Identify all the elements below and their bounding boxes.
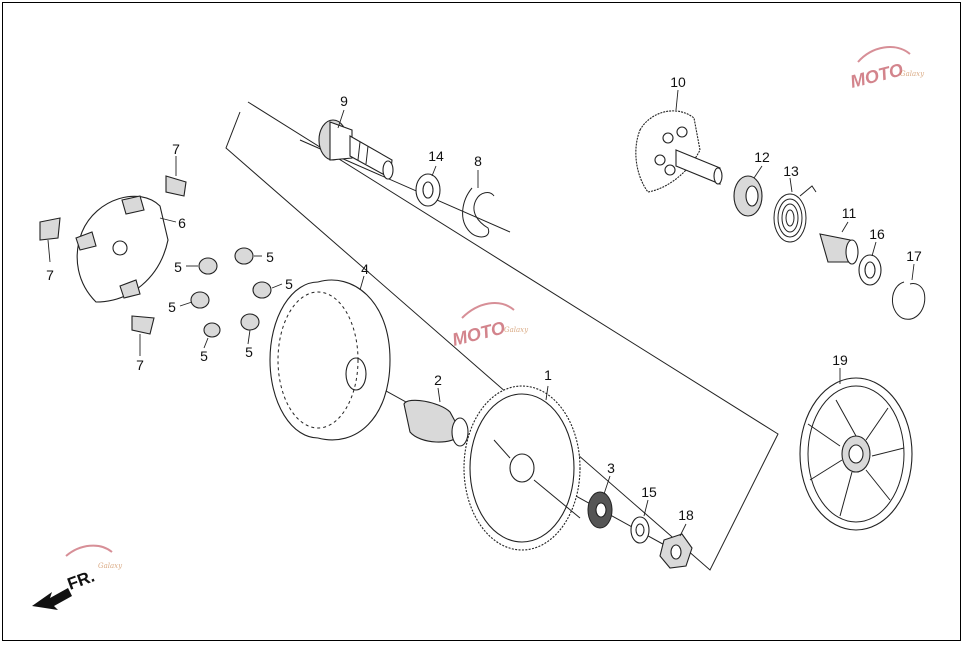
callout-18: 18: [678, 507, 694, 523]
callout-4: 4: [361, 261, 369, 277]
callout-16: 16: [869, 226, 885, 242]
part-nut-18: [659, 533, 693, 569]
callout-17: 17: [906, 248, 922, 264]
callout-3: 3: [607, 460, 615, 476]
part-nut-3: [587, 491, 613, 529]
watermark-tag-bottom: Galaxy: [98, 562, 123, 570]
callout-8: 8: [474, 153, 482, 169]
front-label: FR.: [65, 567, 97, 594]
watermark-brand-center: MOTO: [450, 317, 507, 349]
callout-5f: 5: [245, 344, 253, 360]
callout-19: 19: [832, 352, 848, 368]
callout-13: 13: [783, 163, 799, 179]
part-circlip-17: [892, 281, 926, 320]
part-fixed-face-gear: [463, 385, 581, 551]
part-slider-7-top: [165, 175, 187, 197]
leader-lines: [47, 89, 915, 537]
watermark-tag: Galaxy: [900, 70, 925, 78]
part-shaft: [318, 119, 394, 180]
callout-6: 6: [178, 215, 186, 231]
watermark-bottom-left: Galaxy: [65, 544, 123, 570]
part-washer-16: [858, 254, 882, 286]
part-rollers-5: [190, 247, 272, 338]
front-arrow-icon: [32, 588, 72, 610]
part-slider-7-bottom: [131, 315, 155, 335]
part-slider-7-left: [39, 217, 61, 241]
callout-7-bottom: 7: [136, 357, 144, 373]
callout-5b: 5: [266, 249, 274, 265]
part-spring-13: [773, 185, 817, 243]
callout-5a: 5: [174, 259, 182, 275]
callout-5d: 5: [168, 299, 176, 315]
part-drive-face: [269, 279, 391, 441]
part-cooling-fan: [799, 377, 913, 531]
part-washer-14: [415, 173, 441, 207]
callout-15: 15: [641, 484, 657, 500]
callout-7-top: 7: [172, 141, 180, 157]
part-clip-8: [462, 187, 495, 238]
watermark-brand: MOTO: [848, 59, 905, 91]
callout-1: 1: [544, 367, 552, 383]
callout-12: 12: [754, 149, 770, 165]
callout-7-left: 7: [46, 267, 54, 283]
callout-5c: 5: [285, 276, 293, 292]
callout-11: 11: [842, 205, 857, 221]
callout-14: 14: [428, 148, 444, 164]
watermark-tag-center: Galaxy: [504, 326, 529, 334]
part-washer-15: [630, 516, 650, 544]
part-sleeve-11: [819, 233, 859, 265]
front-direction-indicator: FR.: [32, 567, 97, 610]
watermark-center: MOTO Galaxy: [450, 302, 529, 350]
part-ramp-plate: [75, 195, 169, 303]
callout-2: 2: [434, 372, 442, 388]
callout-5e: 5: [200, 348, 208, 364]
callout-9: 9: [340, 93, 348, 109]
part-bearing-12: [733, 175, 763, 217]
assembly-outline: [225, 101, 779, 571]
watermark-top-right: MOTO Galaxy: [848, 46, 925, 92]
callout-10: 10: [670, 74, 686, 90]
part-starter-gear: [635, 110, 723, 193]
part-collar-2: [403, 399, 469, 447]
